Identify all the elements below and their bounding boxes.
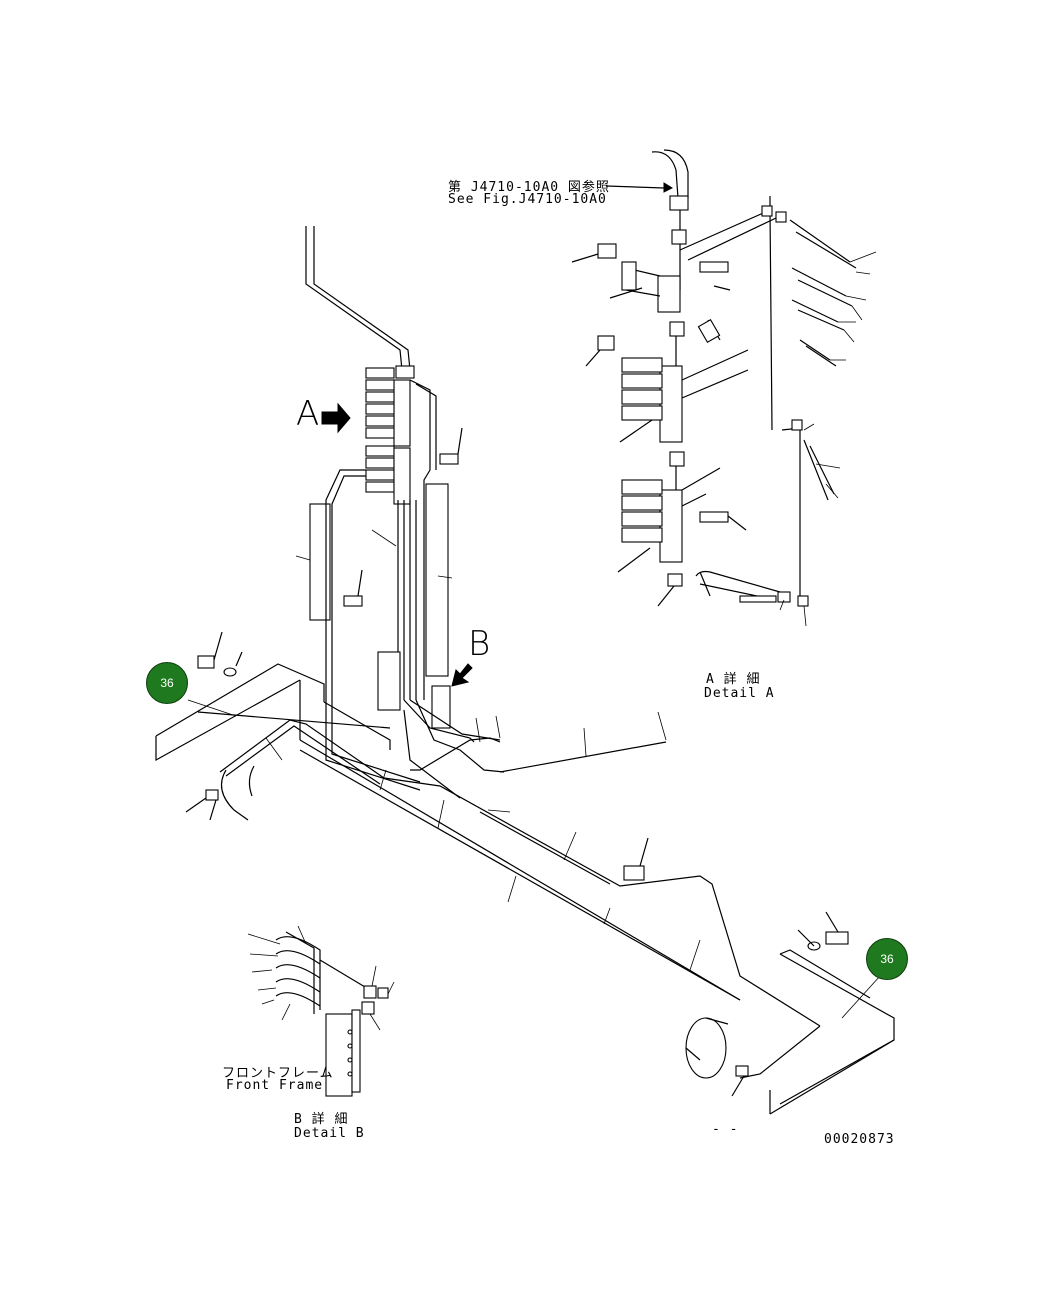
drawing-number: 00020873 bbox=[824, 1132, 895, 1147]
front-frame-label-ja: フロントフレーム bbox=[222, 1066, 334, 1081]
reference-note-ja: 第 J4710-10A0 図参照 bbox=[448, 180, 610, 195]
detail-a-title-ja: A 詳 細 bbox=[706, 672, 761, 687]
detail-a-title-en: Detail A bbox=[704, 686, 775, 701]
view-a-letter: A bbox=[296, 394, 320, 434]
part-callout-36-right[interactable]: 36 bbox=[866, 938, 908, 980]
detail-b-title-ja: B 詳 細 bbox=[294, 1112, 349, 1127]
detail-b-title-en: Detail B bbox=[294, 1126, 365, 1141]
detail-b-assembly bbox=[247, 925, 395, 1097]
stray-mark: - - bbox=[712, 1122, 739, 1137]
reference-note-en: See Fig.J4710-10A0 bbox=[448, 192, 607, 207]
view-b-letter: B bbox=[468, 624, 491, 664]
center-valve-assembly bbox=[295, 226, 505, 799]
front-frame-label-en: Front Frame bbox=[226, 1078, 324, 1093]
front-frame bbox=[155, 631, 895, 1115]
part-callout-36-left[interactable]: 36 bbox=[146, 662, 188, 704]
detail-a-assembly bbox=[571, 149, 877, 627]
